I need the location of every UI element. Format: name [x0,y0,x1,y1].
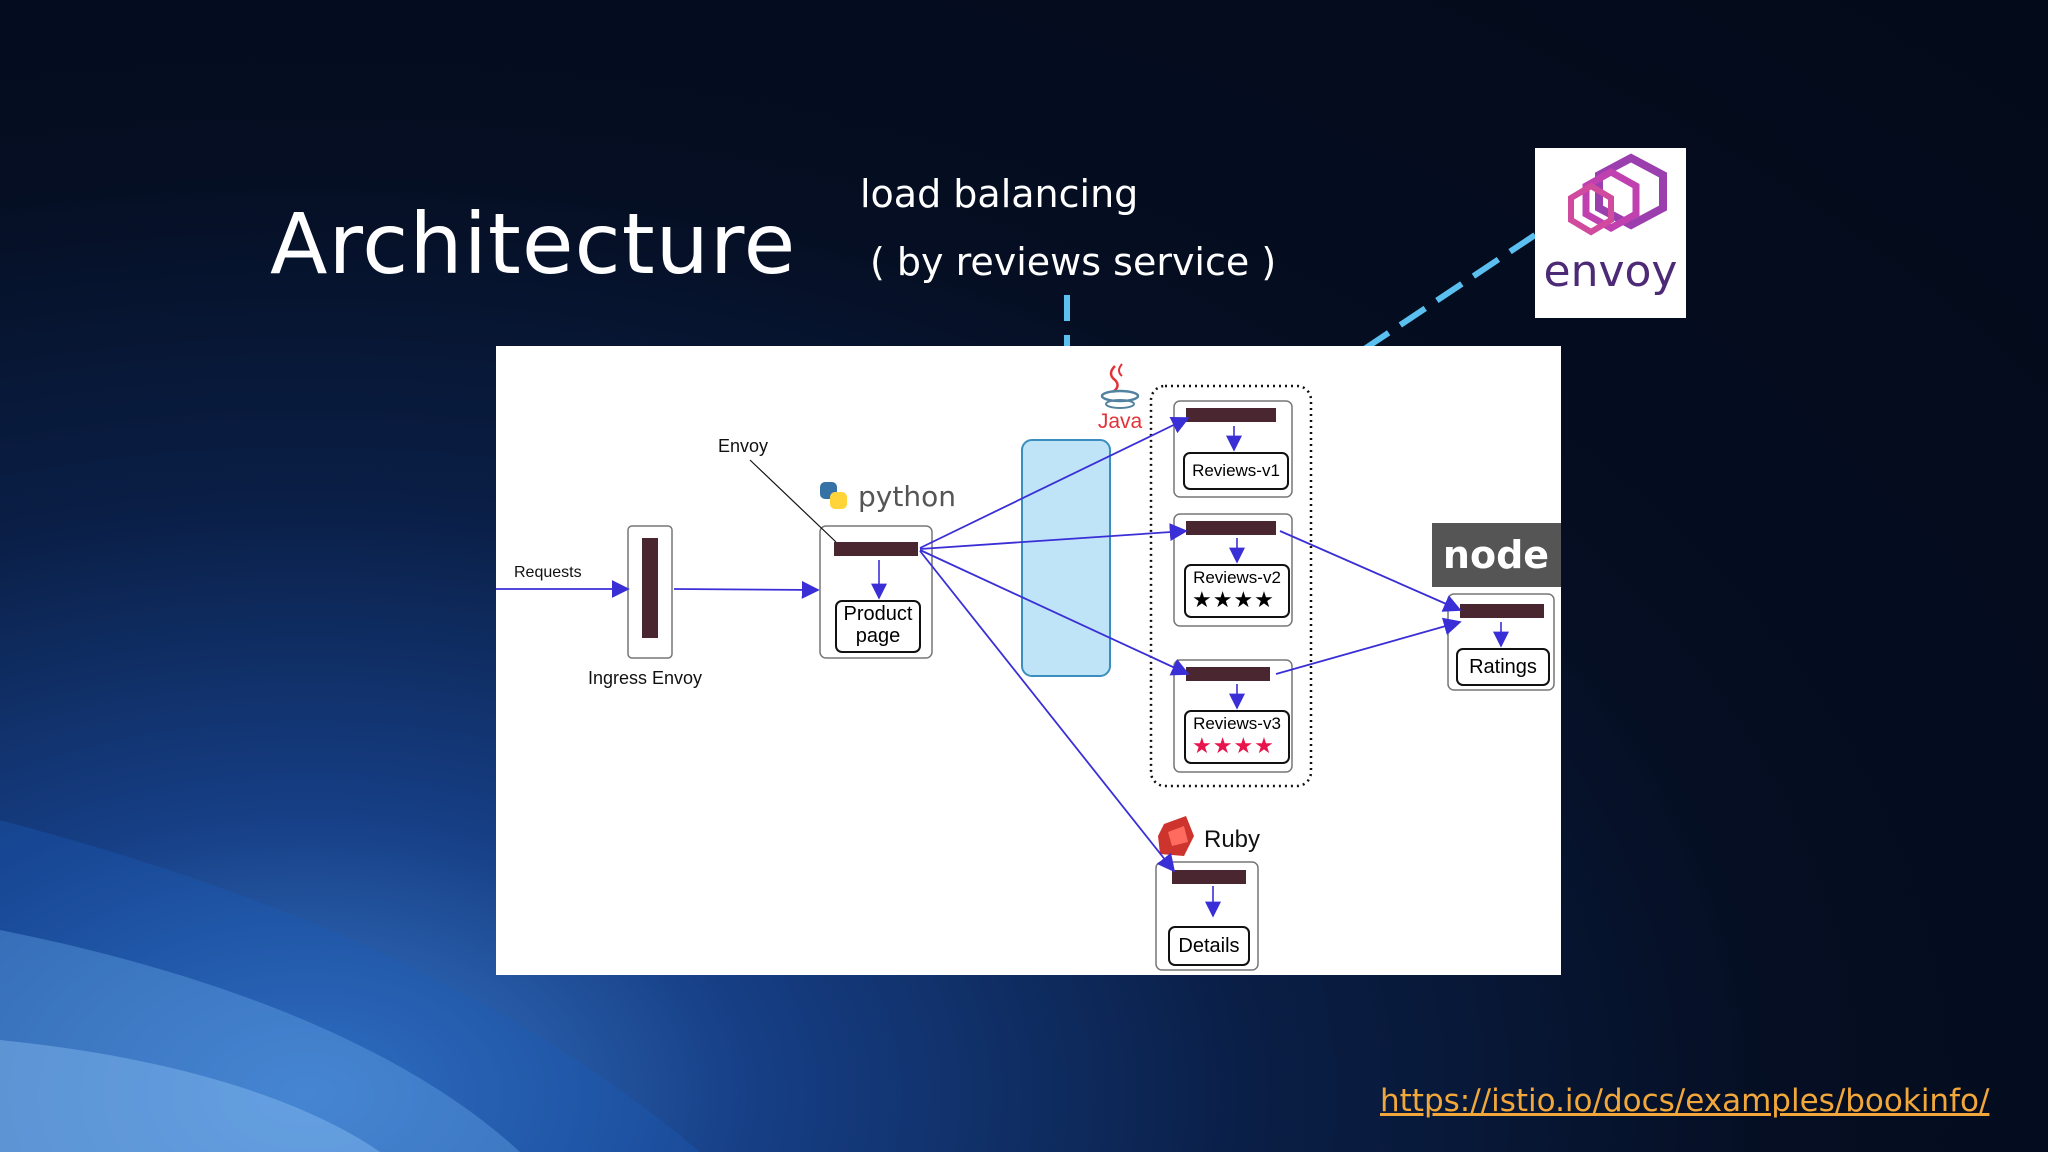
reviews-v3-label: Reviews-v3 [1193,714,1281,733]
reviews-v2-sidecar [1186,521,1276,535]
reviews-v2-box: Reviews-v2 ★★★★ [1184,564,1290,618]
productpage-box: Product page [835,600,921,653]
ratings-box: Ratings [1456,648,1550,686]
reviews-group-border [1149,384,1313,788]
load-balancing-label: load balancing [860,172,1139,216]
ratings-sidecar [1460,604,1544,618]
ratings-label: Ratings [1469,656,1537,678]
productpage-label-line2: page [855,625,901,647]
node-logo-text: node [1443,533,1549,577]
reviews-v2-stars: ★★★★ [1192,588,1275,613]
java-label: Java [1098,410,1143,433]
python-label: python [858,480,956,513]
details-label: Details [1178,935,1240,957]
reviews-v3-stars: ★★★★ [1192,734,1275,759]
productpage-label-line1: Product [843,603,913,625]
bookinfo-architecture-diagram: node Java python [496,346,1561,975]
productpage-sidecar [834,542,918,556]
load-balancer-box [1021,439,1111,677]
node-logo-box [1432,523,1561,587]
ruby-label: Ruby [1204,826,1261,853]
ingress-envoy-label: Ingress Envoy [588,668,703,688]
envoy-logo-text: envoy [1543,246,1678,297]
details-box: Details [1168,926,1250,966]
envoy-label: Envoy [718,436,769,456]
reviews-v2-label: Reviews-v2 [1193,568,1281,587]
java-cup-icon [1100,363,1140,409]
slide-title: Architecture [270,195,797,293]
diagram-graphics: node Java python [496,363,1561,971]
envoy-logo: envoy [1535,148,1686,318]
reviews-v1-box: Reviews-v1 [1183,452,1289,490]
reviews-v3-sidecar [1186,667,1270,681]
requests-label: Requests [514,564,582,581]
python-logo-icon [820,482,847,509]
source-link[interactable]: https://istio.io/docs/examples/bookinfo/ [1380,1083,1990,1119]
reviews-v1-label: Reviews-v1 [1192,461,1280,480]
ingress-envoy-sidecar [642,538,658,638]
details-sidecar [1172,870,1246,884]
reviews-v1-sidecar [1186,408,1276,422]
ruby-logo-icon [1158,816,1194,856]
load-balancing-sublabel: ( by reviews service ) [870,240,1277,284]
envoy-hexagon-icon [1568,153,1667,236]
reviews-v3-box: Reviews-v3 ★★★★ [1184,710,1290,764]
